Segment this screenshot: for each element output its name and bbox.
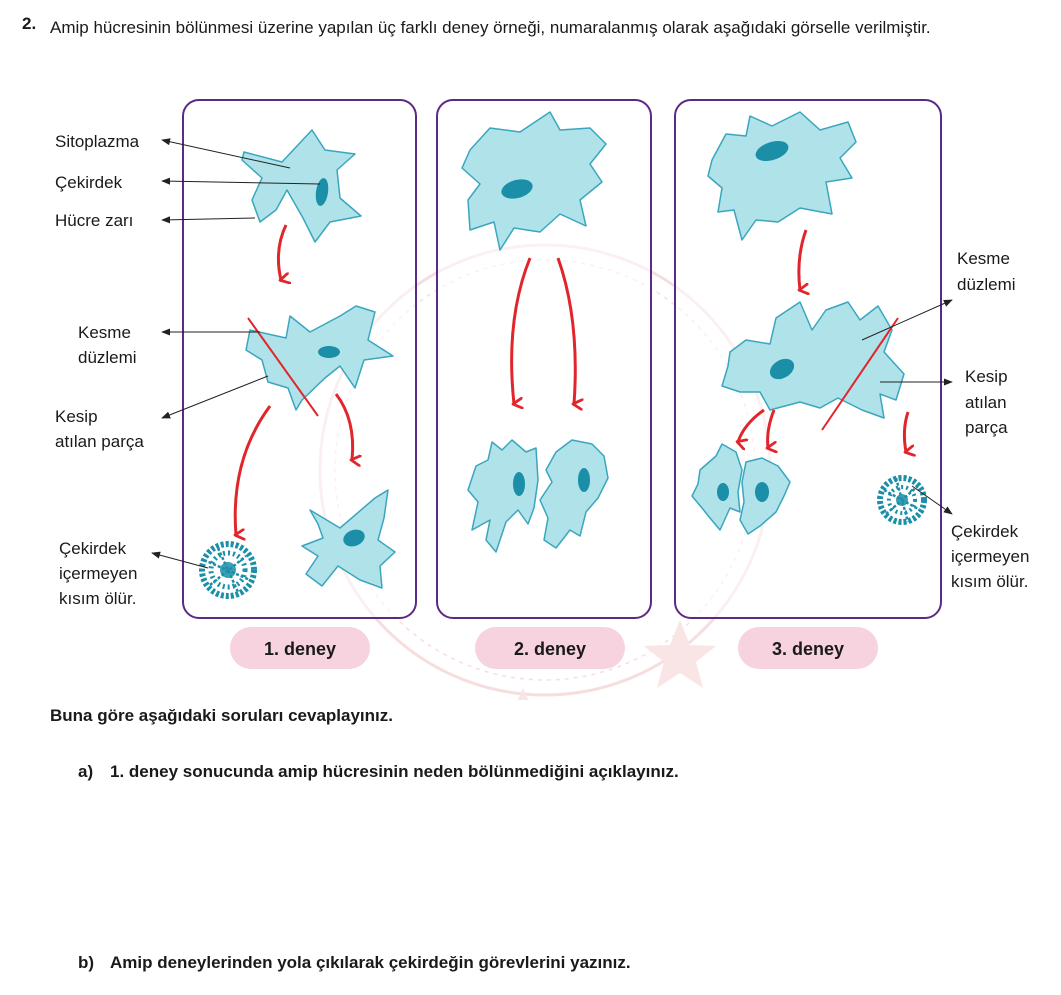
experiment-badge-3-label: 3. deney [772, 639, 844, 659]
red-arrow [738, 408, 765, 442]
label-kesip-line2: atılan [965, 393, 1007, 412]
red-arrow [768, 409, 774, 448]
pointer-line [161, 375, 269, 419]
amoeba-cell [461, 111, 607, 251]
label-olur-line3: kısım ölür. [59, 589, 136, 608]
red-arrow [510, 257, 532, 404]
amoeba-cell [707, 111, 857, 241]
dead-fragment [877, 475, 927, 525]
red-arrow [556, 257, 575, 404]
experiment-badge-1-label: 1. deney [264, 639, 336, 659]
red-arrow [276, 224, 286, 280]
amoeba-experiment-figure: Sitoplazma Çekirdek Hücre zarı Kesme düz… [55, 99, 1029, 700]
label-kesme-line1: Kesme [78, 323, 131, 342]
red-arrow [797, 229, 806, 290]
label-olur-line3: kısım ölür. [951, 572, 1028, 591]
pointer-line [151, 551, 209, 569]
cut-plane-line [247, 317, 319, 417]
sub-question-letter: b) [78, 953, 95, 972]
amoeba-daughter-cell [539, 439, 609, 549]
red-arrow [334, 393, 353, 460]
pointer-line [161, 177, 321, 185]
pointer-line [911, 485, 953, 515]
label-kesip-line1: Kesip [55, 407, 98, 426]
red-arrow [902, 411, 908, 452]
sub-question-text: 1. deney sonucunda amip hücresinin neden… [110, 762, 679, 781]
amoeba-cell-being-cut [721, 301, 905, 419]
amoeba-cell [241, 129, 362, 243]
sub-question-letter: a) [78, 762, 94, 781]
cut-plane-line [821, 317, 899, 431]
sub-question-a: a) 1. deney sonucunda amip hücresinin ned… [78, 762, 679, 782]
experiment-badge-1 [230, 627, 370, 669]
nucleus [769, 358, 795, 380]
nucleus [578, 468, 590, 492]
label-kesip-line1: Kesip [965, 367, 1008, 386]
question-text: Amip hücresinin bölünmesi üzerine yapıla… [50, 18, 931, 37]
experiment-badge-2 [475, 627, 625, 669]
pointer-line [161, 138, 291, 169]
nucleus [513, 472, 525, 496]
label-hucre-zari: Hücre zarı [55, 211, 133, 230]
nucleus [318, 346, 340, 358]
sub-question-text: Amip deneylerinden yola çıkılarak çekird… [110, 953, 631, 972]
label-sitoplazma: Sitoplazma [55, 132, 140, 151]
amoeba-daughter-cell [467, 439, 539, 553]
instructions-text: Buna göre aşağıdaki soruları cevaplayını… [50, 706, 393, 725]
label-olur-line2: içermeyen [951, 547, 1029, 566]
nucleus [717, 483, 729, 501]
red-arrow [235, 405, 272, 535]
nucleus [315, 178, 329, 206]
label-kesme-line1: Kesme [957, 249, 1010, 268]
pointer-line [861, 299, 953, 341]
label-kesme-line2: düzlemi [78, 348, 137, 367]
label-kesip-line2: atılan parça [55, 432, 144, 451]
question-number: 2. [22, 14, 37, 33]
label-olur-line2: içermeyen [59, 564, 137, 583]
experiment-badge-3 [738, 627, 878, 669]
label-cekirdek: Çekirdek [55, 173, 123, 192]
label-olur-line1: Çekirdek [59, 539, 127, 558]
label-kesme-line2: düzlemi [957, 275, 1016, 294]
label-olur-line1: Çekirdek [951, 522, 1019, 541]
nucleus [755, 140, 789, 162]
nucleus [755, 482, 769, 502]
nucleus [501, 179, 533, 199]
pointer-line [161, 216, 256, 224]
nucleus [343, 529, 365, 547]
dead-fragment [199, 541, 257, 599]
amoeba-daughter-cell [691, 443, 743, 531]
sub-question-b: b) Amip deneylerinden yola çıkılarak çeki… [78, 953, 631, 973]
experiment-badge-2-label: 2. deney [514, 639, 586, 659]
label-kesip-line3: parça [965, 418, 1008, 437]
amoeba-cell-being-cut [245, 305, 394, 411]
